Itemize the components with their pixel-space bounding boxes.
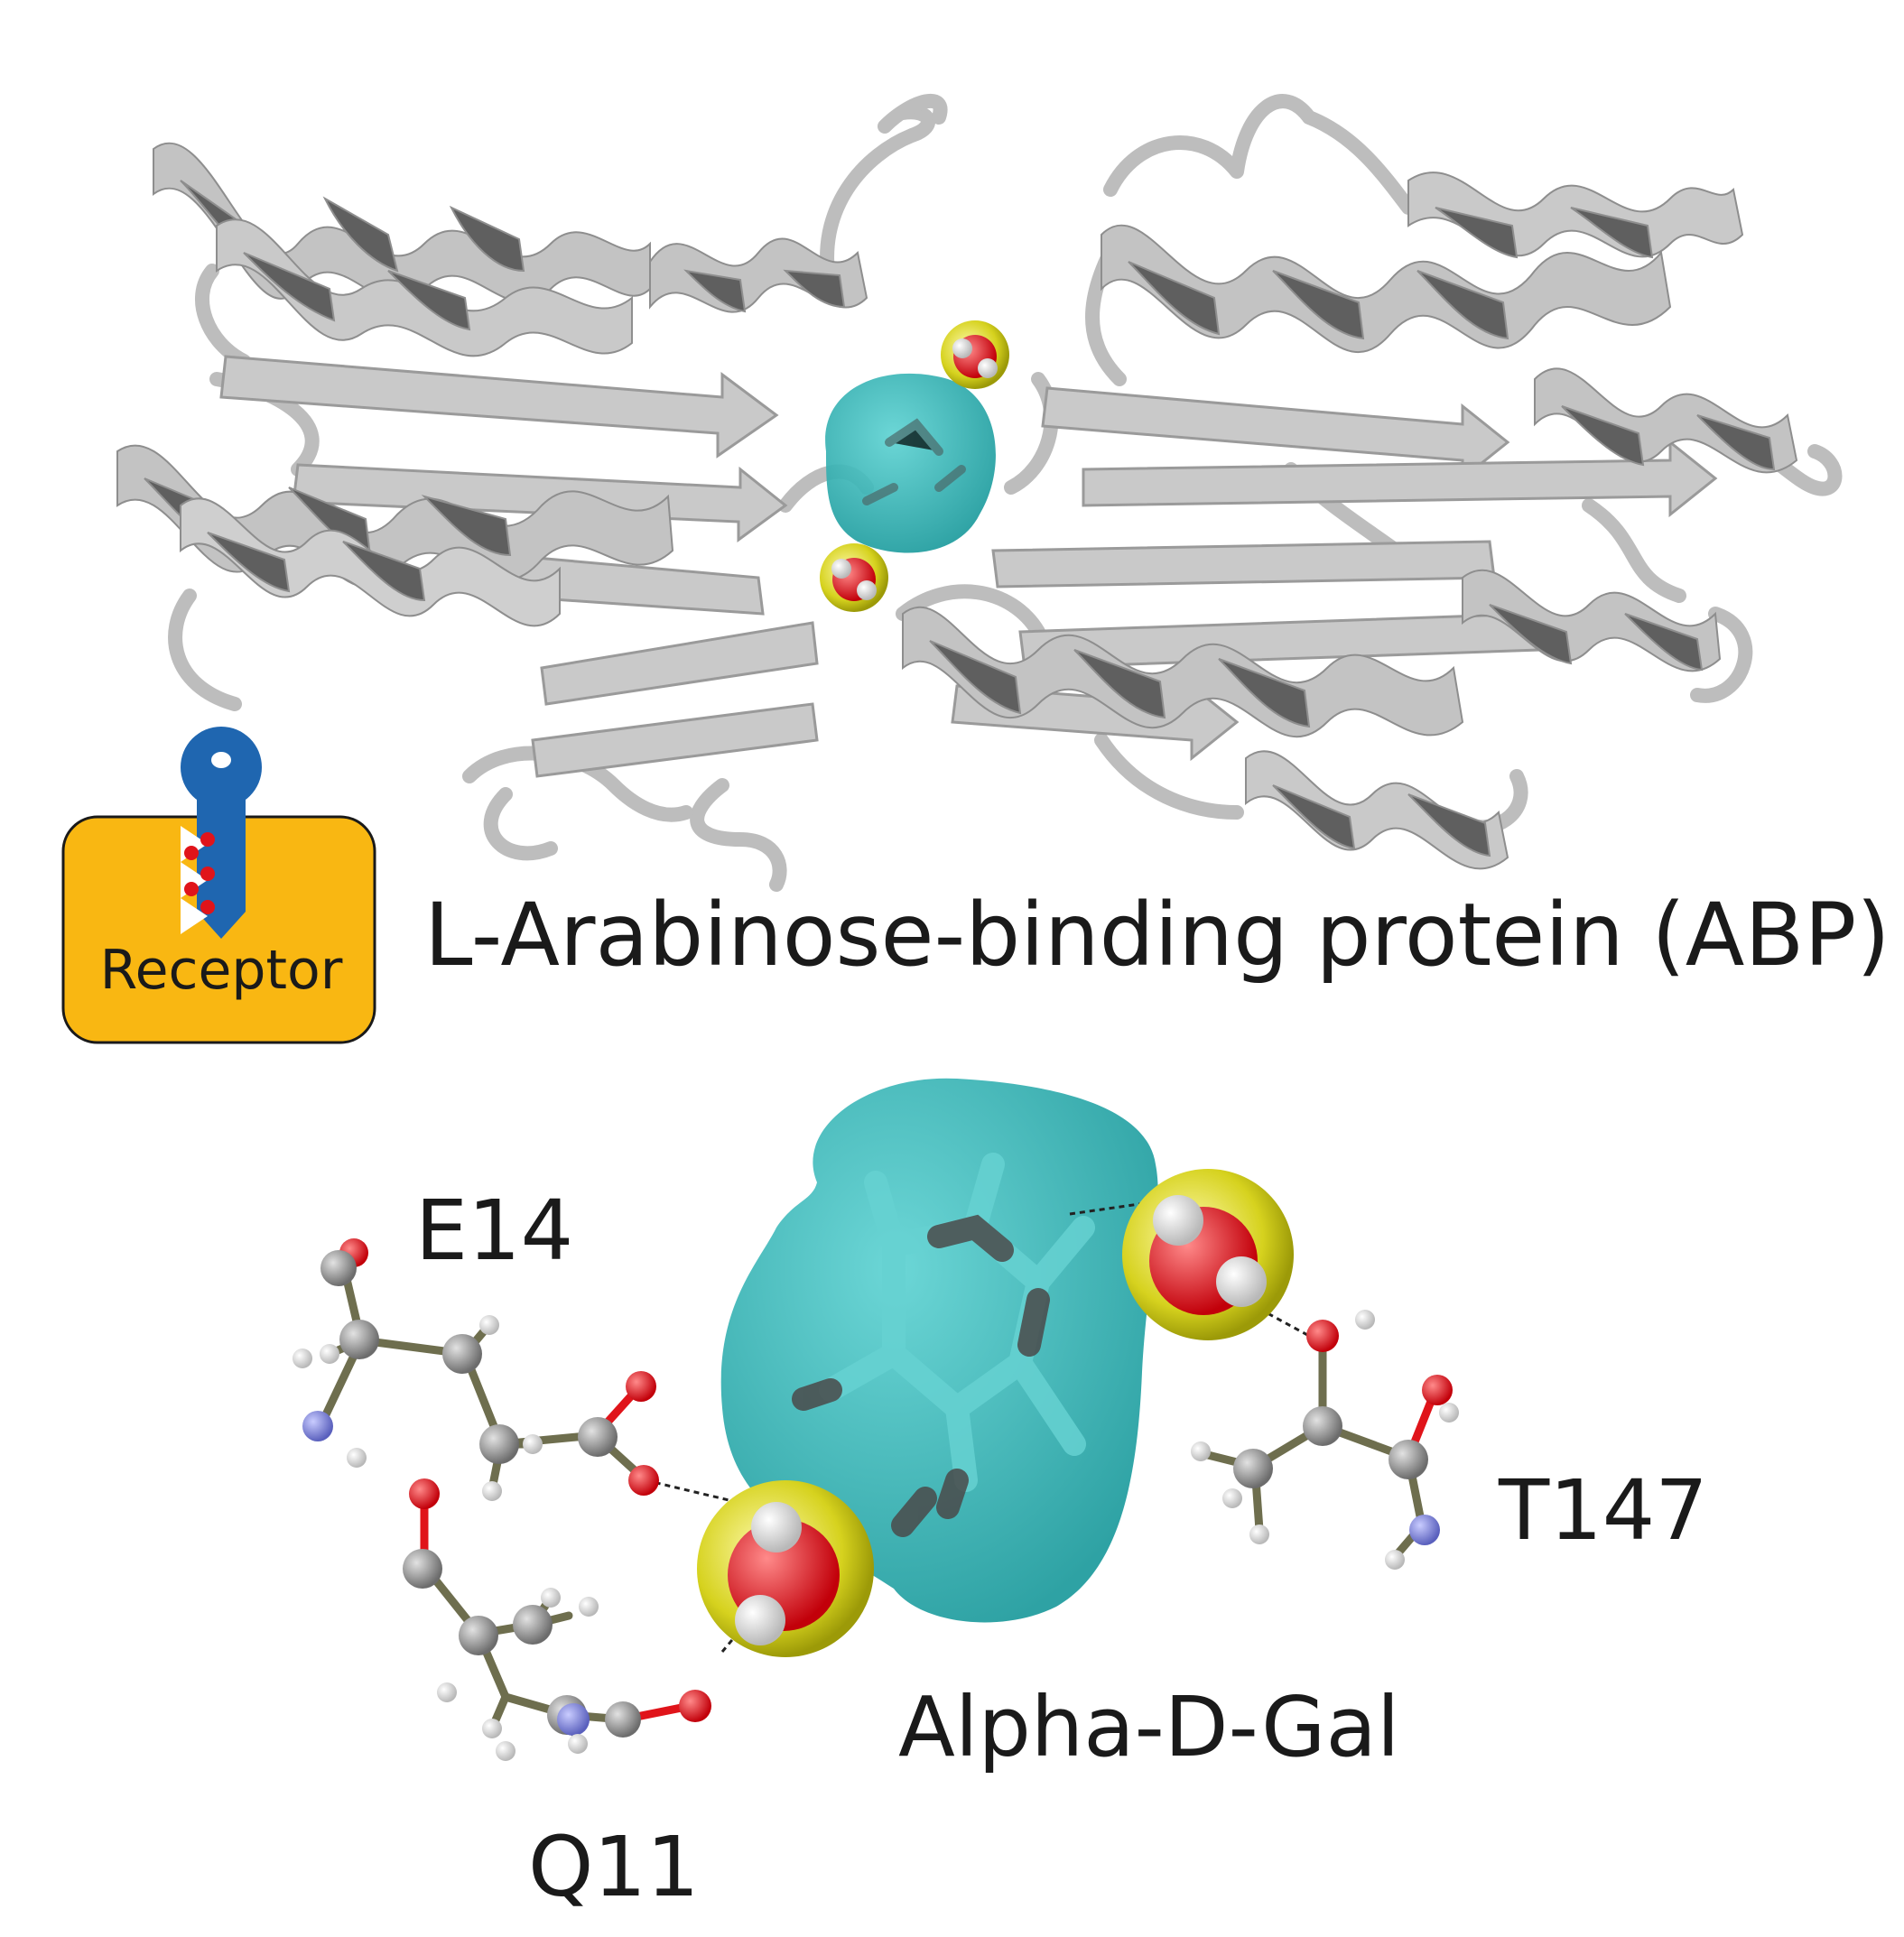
helix-top-middle	[649, 237, 868, 313]
residue-e14	[293, 1238, 659, 1501]
water-overview-top	[941, 320, 1009, 389]
residue-label-t147: T147	[1499, 1462, 1708, 1559]
binding-site-detail	[293, 1078, 1459, 1761]
helix-lower-left	[180, 497, 561, 627]
helix-top-right-2	[1407, 171, 1744, 259]
helix-lower-right-3	[1462, 569, 1722, 672]
water-detail-right	[1122, 1169, 1294, 1340]
receptor-badge-label: Receptor	[99, 939, 343, 1002]
residue-label-q11: Q11	[528, 1819, 700, 1915]
water-overview-bottom	[820, 543, 888, 612]
pocket-overview	[820, 320, 1009, 612]
water-detail-left	[697, 1480, 874, 1657]
helix-top-right-1	[1101, 224, 1672, 354]
helix-right	[1534, 367, 1798, 474]
beta-strands	[219, 355, 1718, 778]
helix-top-left-2	[216, 218, 633, 357]
pocket-surface	[720, 1078, 1158, 1623]
protein-cartoon	[116, 94, 1843, 892]
alpha-helices	[116, 142, 1798, 870]
key-icon	[181, 727, 262, 939]
helix-lower-right-2	[1245, 750, 1509, 870]
residue-label-e14: E14	[415, 1182, 574, 1279]
residue-t147	[1191, 1310, 1459, 1570]
ligand-label: Alpha-D-Gal	[898, 1679, 1400, 1775]
residue-q11	[403, 1478, 711, 1761]
protein-title: L-Arabinose-binding protein (ABP)	[424, 885, 1890, 986]
receptor-badge	[61, 727, 376, 1044]
ligand-sticks	[792, 1153, 1095, 1537]
helix-lower-right-1	[902, 606, 1464, 738]
